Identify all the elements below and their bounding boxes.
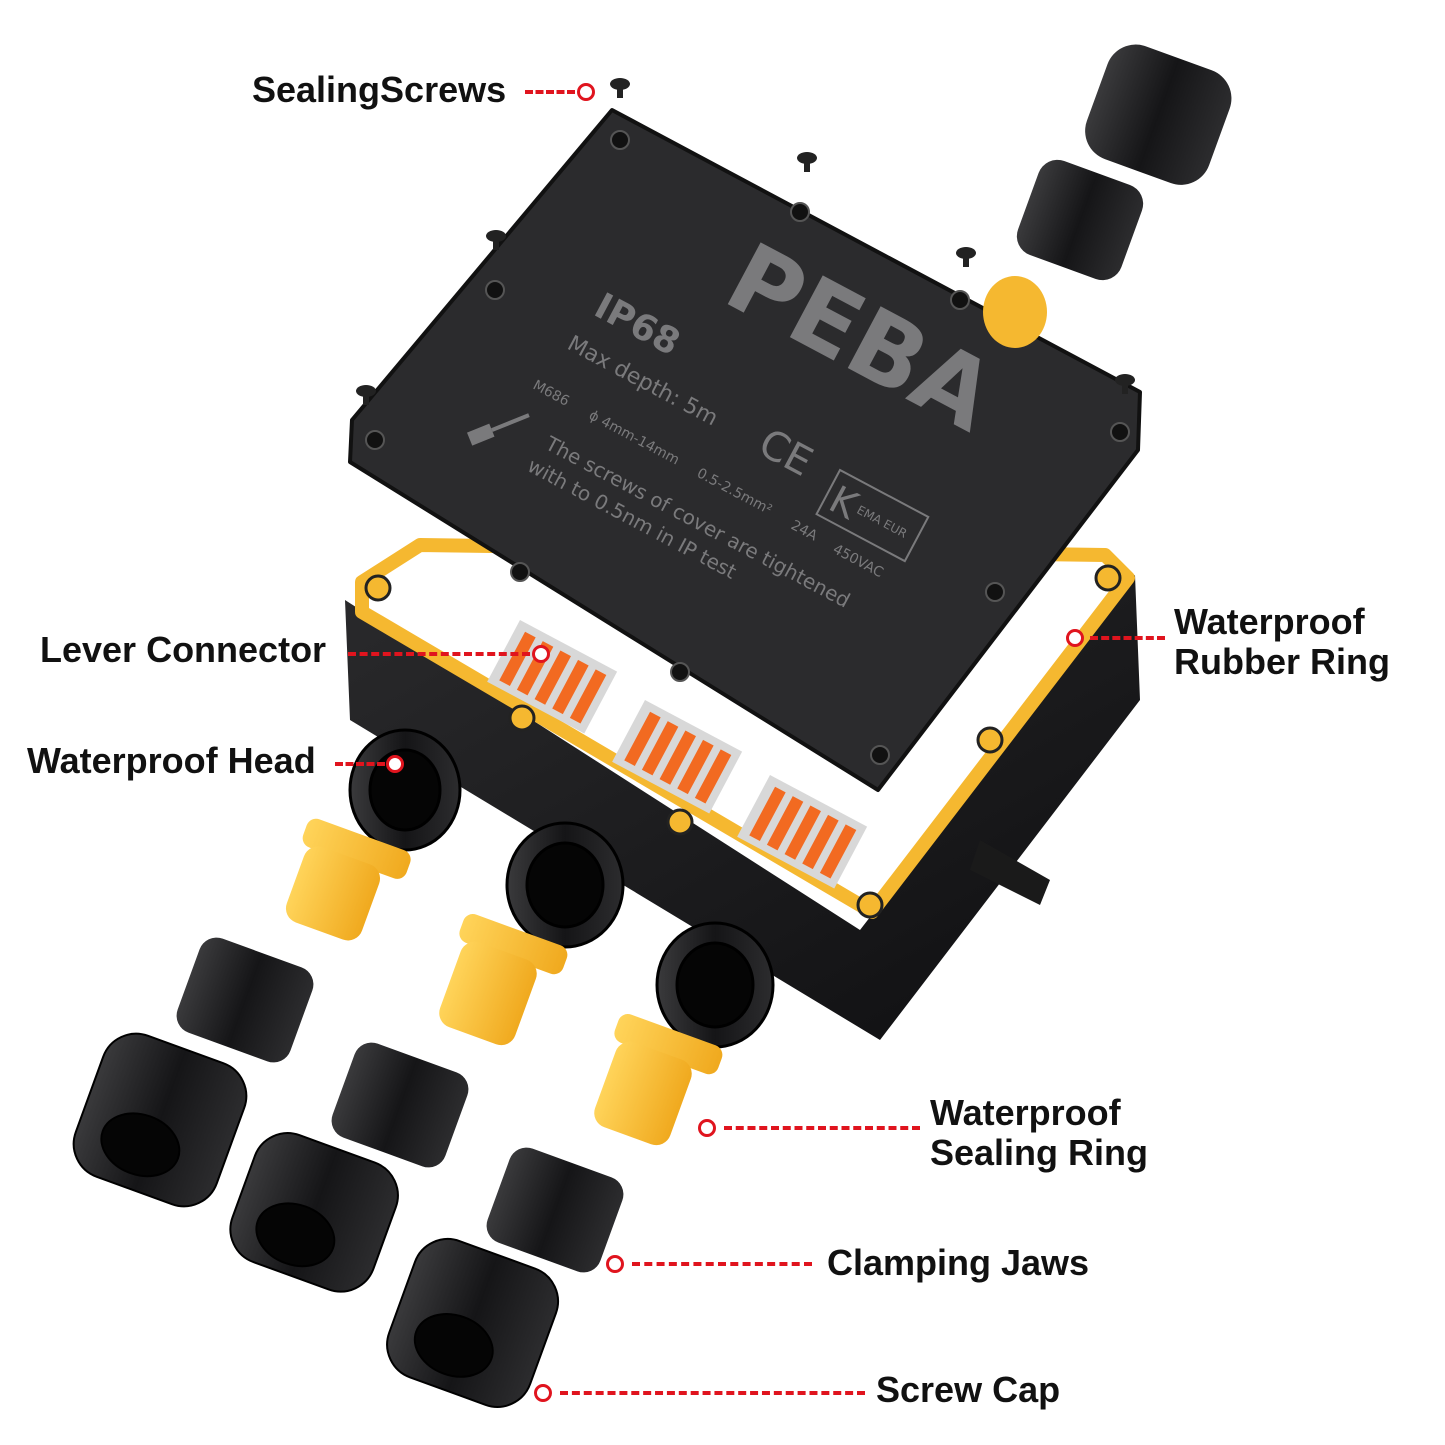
label-lever-connector: Lever Connector: [40, 629, 327, 670]
callout-dot-sealing-screws: [577, 83, 595, 101]
callout-dot-screw-cap: [534, 1384, 552, 1402]
sealing-screws: [356, 78, 1135, 405]
label-rubber-ring-line2: Rubber Ring: [1174, 641, 1390, 682]
callout-dot-clamping-jaws: [606, 1255, 624, 1273]
label-waterproof-head: Waterproof Head: [27, 740, 316, 781]
screw-caps: [72, 1032, 559, 1408]
callout-line-clamping-jaws: [632, 1262, 812, 1266]
label-rubber-ring-line1: Waterproof: [1174, 601, 1365, 642]
clamping-jaws: [176, 937, 624, 1273]
label-sealing-screws: SealingScrews: [252, 69, 507, 110]
label-screw-cap: Screw Cap: [876, 1369, 1061, 1410]
callout-dot-lever-connector: [532, 645, 550, 663]
callout-line-sealing-screws: [525, 90, 575, 94]
label-sealing-ring-line2: Sealing Ring: [930, 1132, 1149, 1173]
callout-dot-rubber-ring: [1066, 629, 1084, 647]
top-gland-parts: [983, 44, 1232, 348]
callout-line-rubber-ring: [1090, 636, 1165, 640]
waterproof-sealing-rings: [285, 818, 723, 1146]
callout-line-lever-connector: [348, 652, 530, 656]
callout-line-waterproof-head: [335, 762, 385, 766]
callout-dot-sealing-ring: [698, 1119, 716, 1137]
box-body: [345, 538, 1140, 1040]
label-sealing-ring-line1: Waterproof: [930, 1092, 1121, 1133]
waterproof-rubber-ring: [355, 538, 1135, 919]
callout-line-screw-cap: [560, 1391, 865, 1395]
screwdriver-icon: [467, 413, 530, 446]
label-clamping-jaws: Clamping Jaws: [827, 1242, 1090, 1283]
callout-line-sealing-ring: [724, 1126, 920, 1130]
waterproof-heads: [348, 728, 775, 1049]
callout-dot-waterproof-head: [386, 755, 404, 773]
